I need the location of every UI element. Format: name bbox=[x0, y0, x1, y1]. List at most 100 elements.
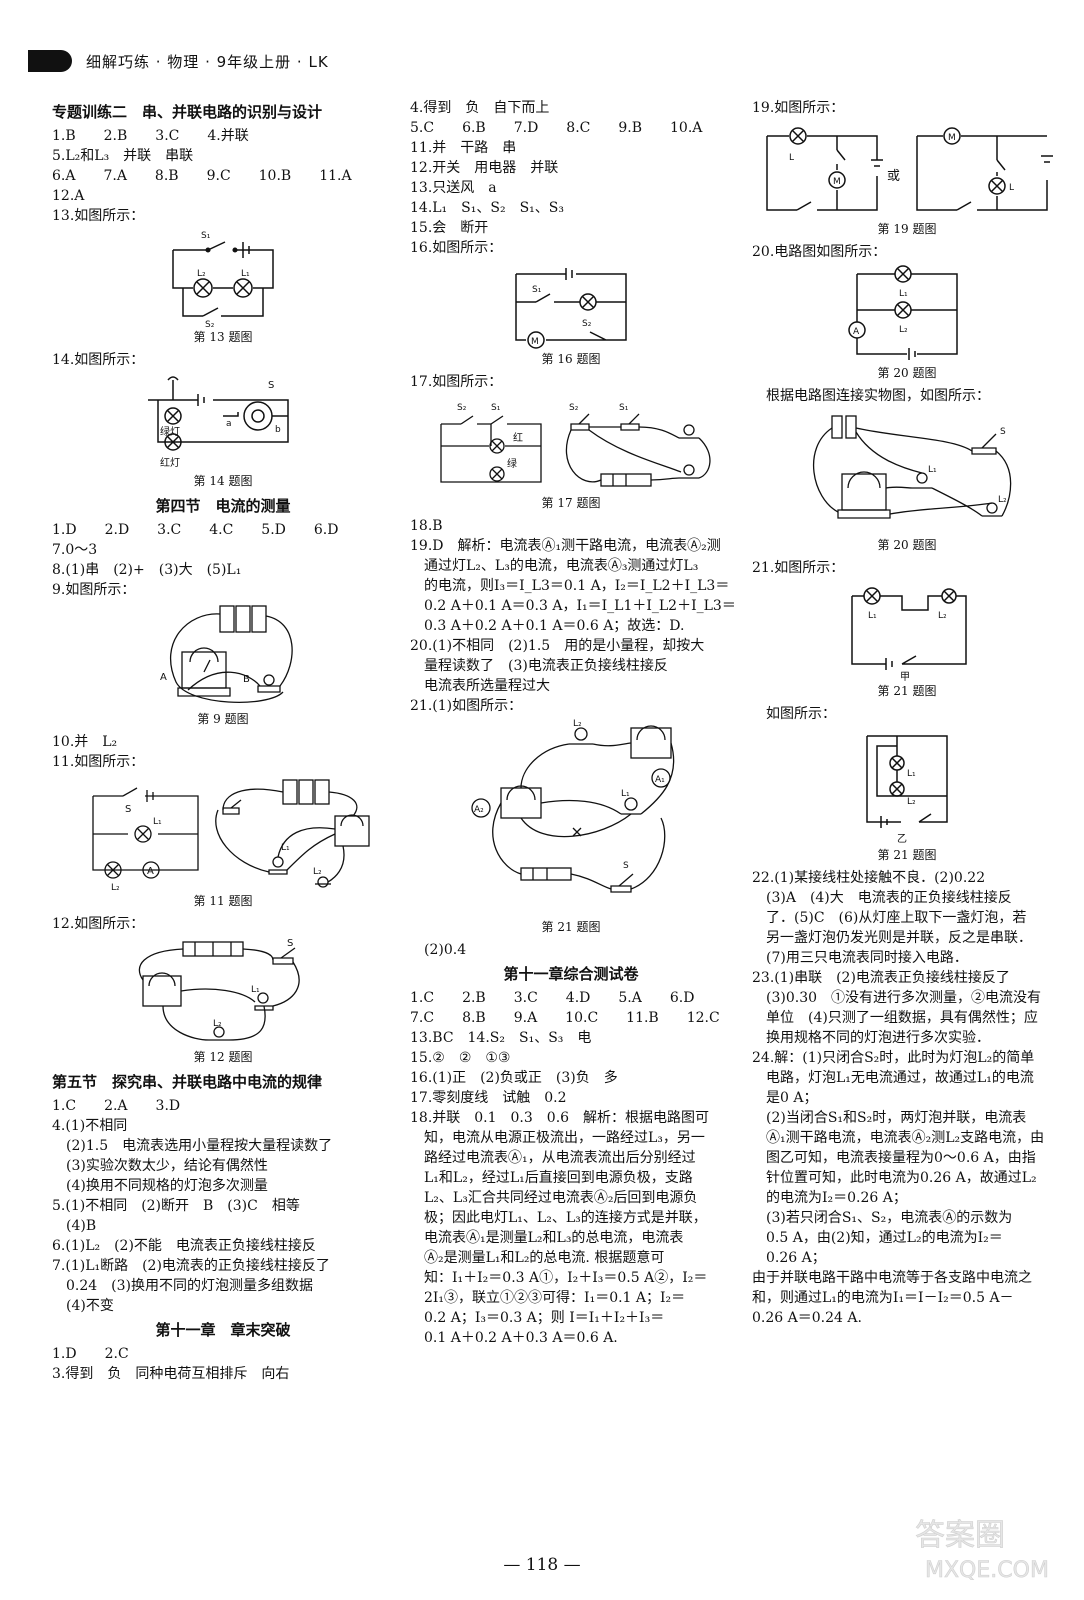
circuit-figure-13: S₁ L₂ L₁ S₂ bbox=[172, 231, 274, 328]
section-title: 专题训练二 串、并联电路的识别与设计 bbox=[52, 103, 323, 121]
svg-text:L₁: L₁ bbox=[899, 289, 908, 299]
answer-line: 12.如图所示： bbox=[52, 916, 145, 932]
answer-line: 21.(1)如图所示： bbox=[410, 698, 523, 714]
circuit-figure-11: A S L₁ L₂ L₁ L₂ bbox=[92, 779, 370, 892]
svg-text:S₁: S₁ bbox=[491, 403, 501, 413]
answer-line: 1.C 2.B 3.C 4.D 5.A 6.D bbox=[410, 990, 695, 1006]
svg-text:M: M bbox=[833, 177, 841, 187]
answer-line: 路经过电流表Ⓐ₁，从电流表流出后分别经过 bbox=[410, 1150, 696, 1166]
svg-text:A: A bbox=[147, 866, 154, 877]
column-left: 专题训练二 串、并联电路的识别与设计 1.B 2.B 3.C 4.并联 5.L₂… bbox=[52, 98, 394, 1384]
svg-text:S: S bbox=[287, 938, 293, 949]
figure-jia-label: 甲 bbox=[900, 672, 910, 682]
answer-line: 了．(5)C (6)从灯座上取下一盏灯泡，若 bbox=[752, 910, 1027, 926]
answer-line: 知：I₁＋I₂＝0.3 A①，I₂＋I₃＝0.5 A②，I₂＝ bbox=[410, 1270, 708, 1286]
circuit-figure-21-jia: L₁ L₂ 甲 bbox=[851, 587, 967, 682]
section-title: 第十一章综合测试卷 bbox=[503, 965, 639, 983]
answer-line: 0.26 A＝0.24 A. bbox=[752, 1310, 862, 1326]
answer-line: 13.只送风 a bbox=[410, 180, 497, 196]
answer-line: 量程读数了 (3)电流表正负接线柱接反 bbox=[410, 658, 668, 674]
red-light-label: 红灯 bbox=[160, 456, 180, 469]
answer-line: 12.开关 用电器 并联 bbox=[410, 160, 559, 176]
apparatus-figure-21: A₁ A₂ L₂ L₁ S bbox=[471, 719, 675, 893]
answer-line: 0.26 A； bbox=[752, 1250, 826, 1266]
answer-line: 是0 A； bbox=[752, 1090, 818, 1106]
svg-text:L₁: L₁ bbox=[868, 611, 877, 621]
answer-line: 20.电路图如图所示： bbox=[752, 244, 887, 260]
figure-caption: 第 20 题图 bbox=[877, 366, 937, 380]
svg-text:S₂: S₂ bbox=[582, 319, 592, 329]
svg-text:S₁: S₁ bbox=[532, 285, 542, 295]
column-middle: 4.得到 负 自下而上 5.C 6.B 7.D 8.C 9.B 10.A 11.… bbox=[410, 98, 736, 1348]
answer-line: 13.BC 14.S₂ S₁、S₃ 电 bbox=[410, 1030, 592, 1046]
figure-caption: 第 21 题图 bbox=[877, 684, 937, 698]
answer-line: 5.(1)不相同 (2)断开 B (3)C 相等 bbox=[52, 1198, 300, 1214]
answer-line: Ⓐ₂是测量L₁和L₂的总电流. 根据题意可 bbox=[410, 1250, 665, 1266]
circuit-figure-17: S₂ S₁ 红 绿 S₂ S₁ bbox=[440, 403, 711, 487]
answer-line: 20.(1)不相同 (2)1.5 用的是小量程，却按大 bbox=[410, 638, 705, 654]
svg-text:A: A bbox=[160, 672, 167, 683]
figure-caption: 第 13 题图 bbox=[193, 330, 253, 344]
answer-line: 22.(1)某接线柱处接触不良．(2)0.22 bbox=[752, 870, 986, 886]
svg-text:L₂: L₂ bbox=[313, 867, 322, 877]
answer-line: 极；因此电灯L₁、L₂、L₃的连接方式是并联， bbox=[410, 1210, 707, 1226]
svg-text:A₁: A₁ bbox=[655, 775, 665, 785]
answer-line: 根据电路图连接实物图，如图所示： bbox=[752, 388, 990, 404]
answer-line: 1.D 2.C bbox=[52, 1346, 129, 1362]
watermark-logo: 答案圈 MXQE.COM bbox=[915, 1518, 1050, 1584]
answer-line: 9.如图所示： bbox=[52, 582, 136, 598]
answer-line: Ⓐ₁测干路电流，电流表Ⓐ₂测L₂支路电流，由 bbox=[752, 1130, 1045, 1146]
svg-text:S: S bbox=[125, 804, 131, 815]
svg-text:S: S bbox=[623, 861, 629, 871]
svg-text:L: L bbox=[789, 153, 794, 163]
svg-text:L₂: L₂ bbox=[998, 495, 1007, 505]
watermark-domain: MXQE.COM bbox=[925, 1558, 1049, 1583]
circuit-figure-20: A L₁ L₂ bbox=[848, 265, 958, 360]
answer-line: 和，则通过L₁的电流为I₁＝I－I₂＝0.5 A－ bbox=[752, 1290, 1014, 1306]
answer-line: 14.L₁ S₁、S₂ S₁、S₃ bbox=[410, 200, 564, 216]
apparatus-figure-9: A B bbox=[160, 605, 293, 703]
answer-line: 另一盏灯泡仍发光则是并联，反之是串联． bbox=[752, 930, 1032, 946]
svg-text:L₂: L₂ bbox=[938, 611, 947, 621]
svg-text:A: A bbox=[853, 327, 860, 337]
svg-text:L: L bbox=[1009, 183, 1014, 193]
answer-line: 7.(1)L₁断路 (2)电流表的正负接线柱接反了 bbox=[52, 1258, 330, 1274]
answer-line: 21.如图所示： bbox=[752, 560, 845, 576]
svg-text:L₁: L₁ bbox=[621, 789, 630, 799]
svg-text:L₁: L₁ bbox=[907, 769, 916, 779]
svg-text:L₂: L₂ bbox=[899, 325, 908, 335]
answer-line: 7.C 8.B 9.A 10.C 11.B 12.C bbox=[410, 1010, 720, 1026]
answer-line: 10.并 L₂ bbox=[52, 734, 118, 750]
answer-line: 针位置可知，此时电流为0.26 A，故通过L₂ bbox=[752, 1170, 1037, 1186]
svg-text:L₂: L₂ bbox=[111, 883, 120, 892]
answer-line: 15.会 断开 bbox=[410, 220, 489, 236]
answer-line: (3)A (4)大 电流表的正负接线柱接反 bbox=[752, 890, 1012, 906]
answer-line: 4.(1)不相同 bbox=[52, 1118, 128, 1134]
answer-line: 1.B 2.B 3.C 4.并联 bbox=[52, 128, 249, 144]
answer-line: (2)当闭合S₁和S₂时，两灯泡并联，电流表 bbox=[752, 1110, 1027, 1126]
svg-text:L₁: L₁ bbox=[251, 985, 260, 995]
svg-text:S: S bbox=[268, 380, 274, 391]
answer-line: (2)0.4 bbox=[410, 942, 467, 958]
apparatus-figure-12: S L₁ L₂ bbox=[138, 938, 300, 1041]
svg-text:b: b bbox=[275, 425, 281, 435]
answer-line: (2)1.5 电流表选用小量程按大量程读数了 bbox=[52, 1138, 333, 1154]
figure-caption: 第 21 题图 bbox=[877, 848, 937, 862]
figure-caption: 第 12 题图 bbox=[193, 1050, 253, 1064]
answer-line: 23.(1)串联 (2)电流表正负接线柱接反了 bbox=[752, 970, 1010, 986]
answer-line: 18.并联 0.1 0.3 0.6 解析：根据电路图可 bbox=[410, 1110, 710, 1126]
answer-line: 4.得到 负 自下而上 bbox=[410, 100, 550, 116]
answer-line: 1.C 2.A 3.D bbox=[52, 1098, 181, 1114]
page-header: 细解巧练 · 物理 · 9年级上册 · LK bbox=[28, 48, 1058, 76]
green-light-label: 绿灯 bbox=[160, 425, 180, 438]
answer-line: 18.B bbox=[410, 518, 443, 534]
svg-text:L₁: L₁ bbox=[241, 269, 250, 279]
svg-text:S₁: S₁ bbox=[619, 403, 629, 413]
page-number: — 118 — bbox=[503, 1555, 581, 1575]
answer-line: (3)0.30 ①没有进行多次测量，②电流没有 bbox=[752, 990, 1042, 1006]
answer-line: 15.② ② ①③ bbox=[410, 1050, 511, 1066]
figure-caption: 第 19 题图 bbox=[877, 222, 937, 236]
svg-text:L₂: L₂ bbox=[197, 269, 206, 279]
svg-text:L₁: L₁ bbox=[153, 817, 162, 827]
figure-caption: 第 20 题图 bbox=[877, 538, 937, 552]
